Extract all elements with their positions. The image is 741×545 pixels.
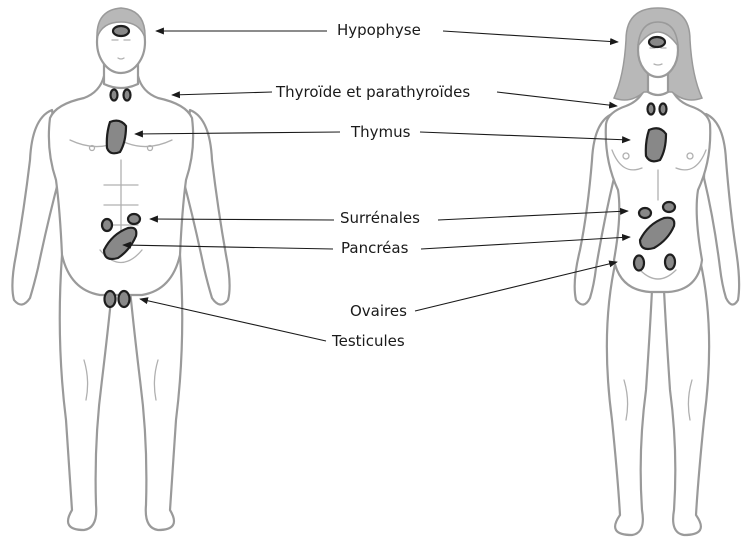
label-pancreas: Pancréas (341, 239, 408, 257)
label-ovaires: Ovaires (350, 302, 407, 320)
label-hypophyse: Hypophyse (337, 21, 421, 39)
label-surrenales: Surrénales (340, 209, 420, 227)
male-figure (12, 8, 229, 530)
female-ovary-right (665, 255, 675, 270)
female-figure (575, 8, 739, 535)
female-thyroid-right (660, 104, 667, 115)
male-adrenal-right (128, 214, 140, 224)
male-right-leg (130, 255, 182, 530)
female-right-leg (664, 260, 709, 535)
male-thyroid-left (111, 90, 118, 101)
male-adrenal-left (102, 219, 112, 231)
female-hypophyse (649, 37, 665, 47)
label-thyroide: Thyroïde et parathyroïdes (276, 83, 470, 101)
female-thymus (646, 128, 666, 161)
female-adrenal-left (639, 208, 651, 218)
arrow-thyroid-male (172, 92, 272, 95)
label-thymus: Thymus (351, 123, 410, 141)
male-testicle-right (119, 291, 130, 307)
male-testicle-left (105, 291, 116, 307)
arrow-hypophyse-female (443, 31, 618, 42)
male-hypophyse (113, 26, 129, 36)
female-thyroid-left (648, 104, 655, 115)
label-testicules: Testicules (332, 332, 405, 350)
female-ovary-left (634, 256, 644, 271)
male-thyroid-right (124, 90, 131, 101)
female-left-leg (607, 260, 652, 535)
female-adrenal-right (663, 202, 675, 212)
arrow-thyroid-female (497, 92, 617, 106)
